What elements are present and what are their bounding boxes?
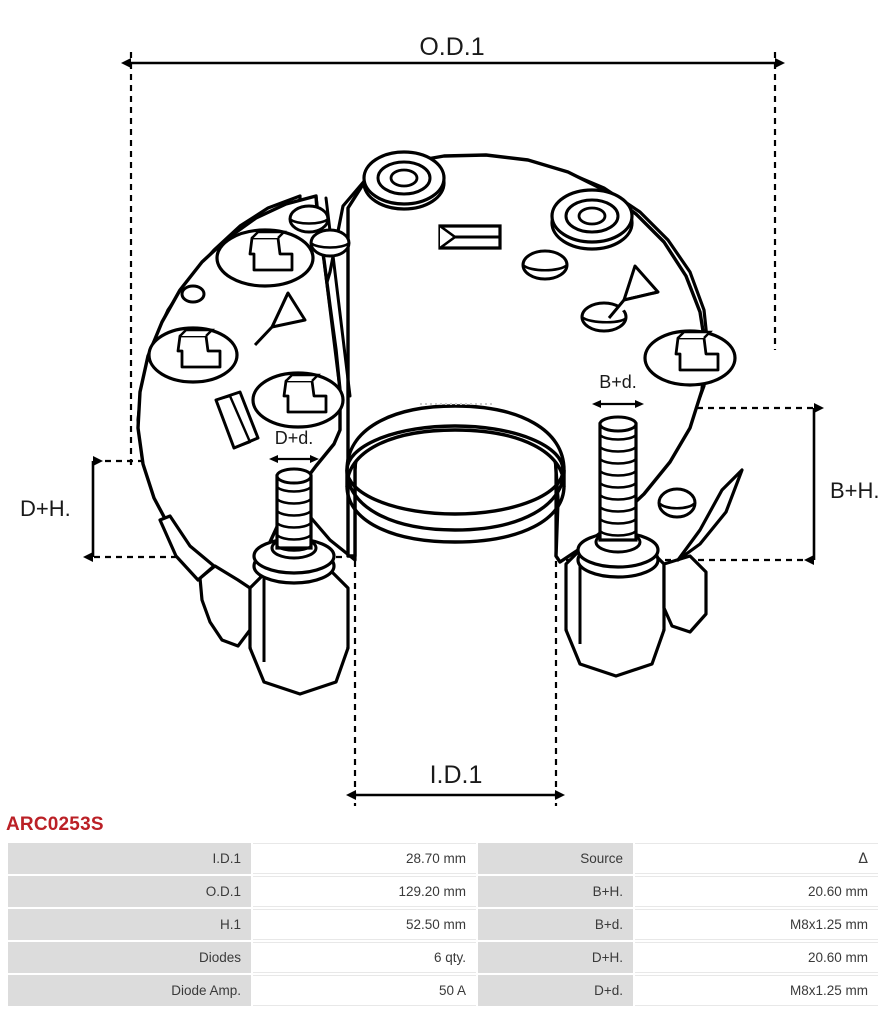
spec-value: 20.60 mm	[635, 942, 878, 973]
table-row: O.D.1 129.20 mm B+H. 20.60 mm	[8, 876, 878, 907]
diode-group-front	[147, 228, 345, 429]
spec-value: 28.70 mm	[253, 843, 476, 874]
dimension-id-label: I.D.1	[430, 761, 483, 789]
dimension-d-plus-d: D+d.	[269, 428, 319, 463]
spec-label: Diodes	[8, 942, 251, 973]
terminal-tab	[438, 224, 502, 250]
dimension-b-plus-h-label: B+H.	[830, 478, 880, 503]
spec-label: O.D.1	[8, 876, 251, 907]
polarity-arrow-right	[607, 264, 660, 319]
diode	[643, 329, 737, 387]
mounting-boss-left	[362, 150, 446, 211]
diode	[251, 371, 345, 429]
spec-value: Δ	[635, 843, 878, 874]
dimension-d-plus-h-label: D+H.	[20, 496, 71, 521]
b-plus-stud	[598, 415, 638, 542]
rectifier-drawing-svg: O.D.1 I.D.1 D+H. B+H. D+d.	[20, 33, 880, 806]
spec-label: B+H.	[478, 876, 633, 907]
rectifier-drawing: O.D.1 I.D.1 D+H. B+H. D+d.	[20, 33, 880, 806]
spec-value: 52.50 mm	[253, 909, 476, 940]
spec-label: Source	[478, 843, 633, 874]
spec-label: H.1	[8, 909, 251, 940]
dimension-od: O.D.1	[121, 33, 785, 68]
table-row: H.1 52.50 mm B+d. M8x1.25 mm	[8, 909, 878, 940]
keying-tabs	[214, 390, 260, 450]
dimension-b-plus-h: B+H.	[804, 403, 880, 565]
diode-group-rear	[643, 329, 737, 387]
dimension-od-label: O.D.1	[419, 33, 484, 61]
spec-value: 129.20 mm	[253, 876, 476, 907]
spec-value: 20.60 mm	[635, 876, 878, 907]
dimension-d-plus-h: D+H.	[20, 456, 103, 562]
spec-label: D+d.	[478, 975, 633, 1006]
mount-leg-left	[198, 536, 350, 696]
dimension-b-plus-d: B+d.	[592, 372, 644, 408]
spec-label: D+H.	[478, 942, 633, 973]
spec-value: 50 A	[253, 975, 476, 1006]
dimension-b-plus-d-label: B+d.	[599, 372, 637, 392]
d-plus-stud	[275, 467, 313, 552]
dimension-d-plus-d-label: D+d.	[275, 428, 314, 448]
central-bore-collar	[345, 404, 566, 544]
table-row: I.D.1 28.70 mm Source Δ	[8, 843, 878, 874]
spec-value: M8x1.25 mm	[635, 975, 878, 1006]
diode	[147, 326, 239, 384]
table-row: Diodes 6 qty. D+H. 20.60 mm	[8, 942, 878, 973]
specification-table-body: I.D.1 28.70 mm Source Δ O.D.1 129.20 mm …	[8, 843, 878, 1006]
part-number-title: ARC0253S	[6, 814, 104, 835]
spec-value: 6 qty.	[253, 942, 476, 973]
cooling-skirt	[158, 468, 744, 582]
table-row: Diode Amp. 50 A D+d. M8x1.25 mm	[8, 975, 878, 1006]
dimension-id: I.D.1	[346, 761, 565, 800]
polarity-arrow-left	[253, 291, 307, 347]
mounting-boss-right	[550, 188, 634, 251]
spec-value: M8x1.25 mm	[635, 909, 878, 940]
spec-label: B+d.	[478, 909, 633, 940]
spec-label: Diode Amp.	[8, 975, 251, 1006]
spec-label: I.D.1	[8, 843, 251, 874]
specification-table: I.D.1 28.70 mm Source Δ O.D.1 129.20 mm …	[6, 841, 880, 1008]
plate-holes	[180, 204, 697, 519]
diode	[215, 228, 315, 288]
